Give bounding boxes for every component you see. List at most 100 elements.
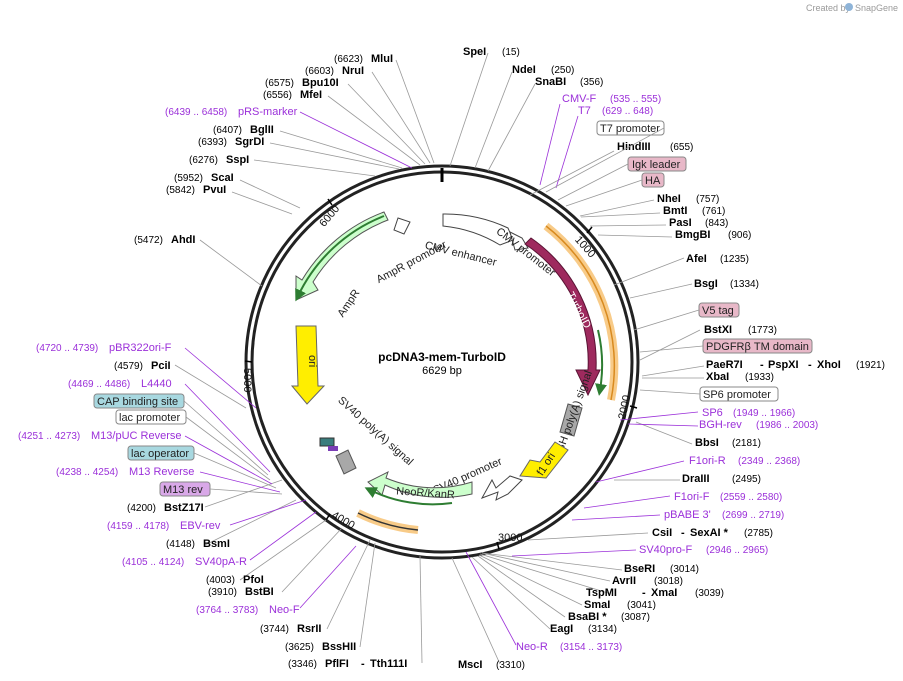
enzyme-e6-name: SgrDI [235,136,264,148]
box-m13-rev: M13 rev [163,484,203,496]
ampr-promoter-feature[interactable] [393,217,411,235]
neor-kanr-feature[interactable] [367,471,473,498]
enzyme-e13-name: BsmI [203,538,230,550]
enzyme-e17-pos: (3625) [285,642,314,653]
enzyme-e16-name: RsrII [297,623,321,635]
ori-feature[interactable] [290,325,326,405]
enzyme-e28-pos: (1334) [730,279,759,290]
tick-3000: 3000 [498,532,522,544]
primer-p13-range: (2349 .. 2368) [738,456,800,467]
turboid-feature[interactable] [524,237,601,397]
enzyme-labels: (6623) MluI (6603) NruI (6575) Bpu10I (6… [18,46,885,671]
neo-highlight-line [357,512,419,531]
enzyme-e33-name: DraIII [682,473,710,485]
m13-primer-mark [328,446,338,451]
enzyme-e26-name: BmgBI [675,229,710,241]
enzyme-e41-name: MscI [458,659,482,671]
primer-leader-lines [184,103,699,646]
ampr-inner-arrow [295,215,385,302]
enzyme-e15-pos: (3910) [208,587,237,598]
bgh-polya-feature[interactable] [559,403,583,437]
primer-p15-range: (2699 .. 2719) [722,510,784,521]
enzyme-e2-pos: (6603) [305,66,334,77]
cmv-enhancer-feature[interactable] [442,213,514,246]
enzyme-e36-pos: (3018) [654,576,683,587]
f1-ori-feature[interactable] [519,441,569,479]
enzyme-e35-name: BseRI [624,563,655,575]
enzyme-e39-pos: (3087) [621,612,650,623]
box-v5-tag: V5 tag [702,305,734,317]
box-lac-promoter: lac promoter [119,412,180,424]
enzyme-e9-name: PvuI [203,184,226,196]
snapgene-brand: Created by SnapGene [806,3,898,13]
enzyme-e30-name: PaeR7I [706,359,743,371]
primer-p17-name: Neo-R [516,641,548,653]
enzyme-e12-pos: (4200) [127,503,156,514]
enzyme-e34-name2: SexAI * [690,527,729,539]
enzyme-e7-pos: (6276) [189,155,218,166]
primer-p12-name: BGH-rev [699,419,742,431]
enzyme-e34-name: CsiI [652,527,672,539]
enzyme-e31-name: XbaI [706,371,729,383]
enzyme-e32-name: BbsI [695,437,719,449]
primer-p16-range: (2946 .. 2965) [706,545,768,556]
primer-p16-name: SV40pro-F [639,544,692,556]
enzyme-e27-name: AfeI [686,253,707,265]
enzyme-e10-name: AhdI [171,234,195,246]
enzyme-e10-pos: (5472) [134,235,163,246]
enzyme-e38-pos: (3041) [627,600,656,611]
backbone-outer-circle [244,164,640,560]
enzyme-e7-name: SspI [226,154,249,166]
enzyme-e25-name: PasI [669,217,692,229]
primer-p14-range: (2559 .. 2580) [720,492,782,503]
enzyme-e5-pos: (6407) [213,125,242,136]
enzyme-e5-name: BglII [250,124,274,136]
enzyme-e32-pos: (2181) [732,438,761,449]
primer-p3-name: T7 [578,105,591,117]
enzyme-e11-pos: (4579) [114,361,143,372]
enzyme-e40-name: EagI [550,623,573,635]
enzyme-e35-pos: (3014) [670,564,699,575]
enzyme-e37-name2: XmaI [651,587,677,599]
primer-p11-name: SP6 [702,407,723,419]
enzyme-e8-pos: (5952) [174,173,203,184]
svg-text:-: - [760,359,764,371]
tick-4000: 4000 [329,509,356,532]
enzyme-e18-name2: Tth111I [370,658,407,670]
primer-p8-range: (4159 .. 4178) [107,521,169,532]
cmv-promoter-feature[interactable] [509,231,529,251]
enzyme-e24-name: BmtI [663,205,687,217]
enzyme-e4-pos: (6556) [263,90,292,101]
box-ha: HA [645,175,661,187]
svg-text:-: - [642,587,646,599]
primer-p12-range: (1986 .. 2003) [756,420,818,431]
primer-p14-name: F1ori-F [674,491,710,503]
insert-arc [545,225,616,401]
enzyme-e22-name: HindIII [617,141,651,153]
primer-p10-name: Neo-F [269,604,300,616]
sv40-polya-feature[interactable] [335,449,357,475]
enzyme-e8-name: ScaI [211,172,234,184]
enzyme-e18-name: PflFI [325,658,349,670]
primer-p9-name: SV40pA-R [195,556,247,568]
box-lac-operator: lac operator [131,448,189,460]
enzyme-e26-pos: (906) [728,230,751,241]
primer-p1-name: pRS-marker [238,106,298,118]
enzyme-e31-pos: (1933) [745,372,774,383]
enzyme-e29-name: BstXI [704,324,732,336]
enzyme-e21-pos: (356) [580,77,603,88]
svg-text:-: - [361,658,365,670]
enzyme-e29-pos: (1773) [748,325,777,336]
enzyme-e14-name: PfoI [243,574,264,586]
enzyme-e17-name: BssHII [322,641,356,653]
enzyme-e21-name: SnaBI [535,76,566,88]
box-sp6-promoter: SP6 promoter [703,389,771,401]
box-igk-leader: Igk leader [632,159,681,171]
enzyme-e19-pos: (15) [502,47,520,58]
enzyme-e23-pos: (757) [696,194,719,205]
neo-inner-arrow [364,487,453,506]
svg-text:-: - [808,359,812,371]
sv40-promoter-feature[interactable] [480,475,523,501]
enzyme-e33-pos: (2495) [732,474,761,485]
primer-p1-range: (6439 .. 6458) [165,107,227,118]
